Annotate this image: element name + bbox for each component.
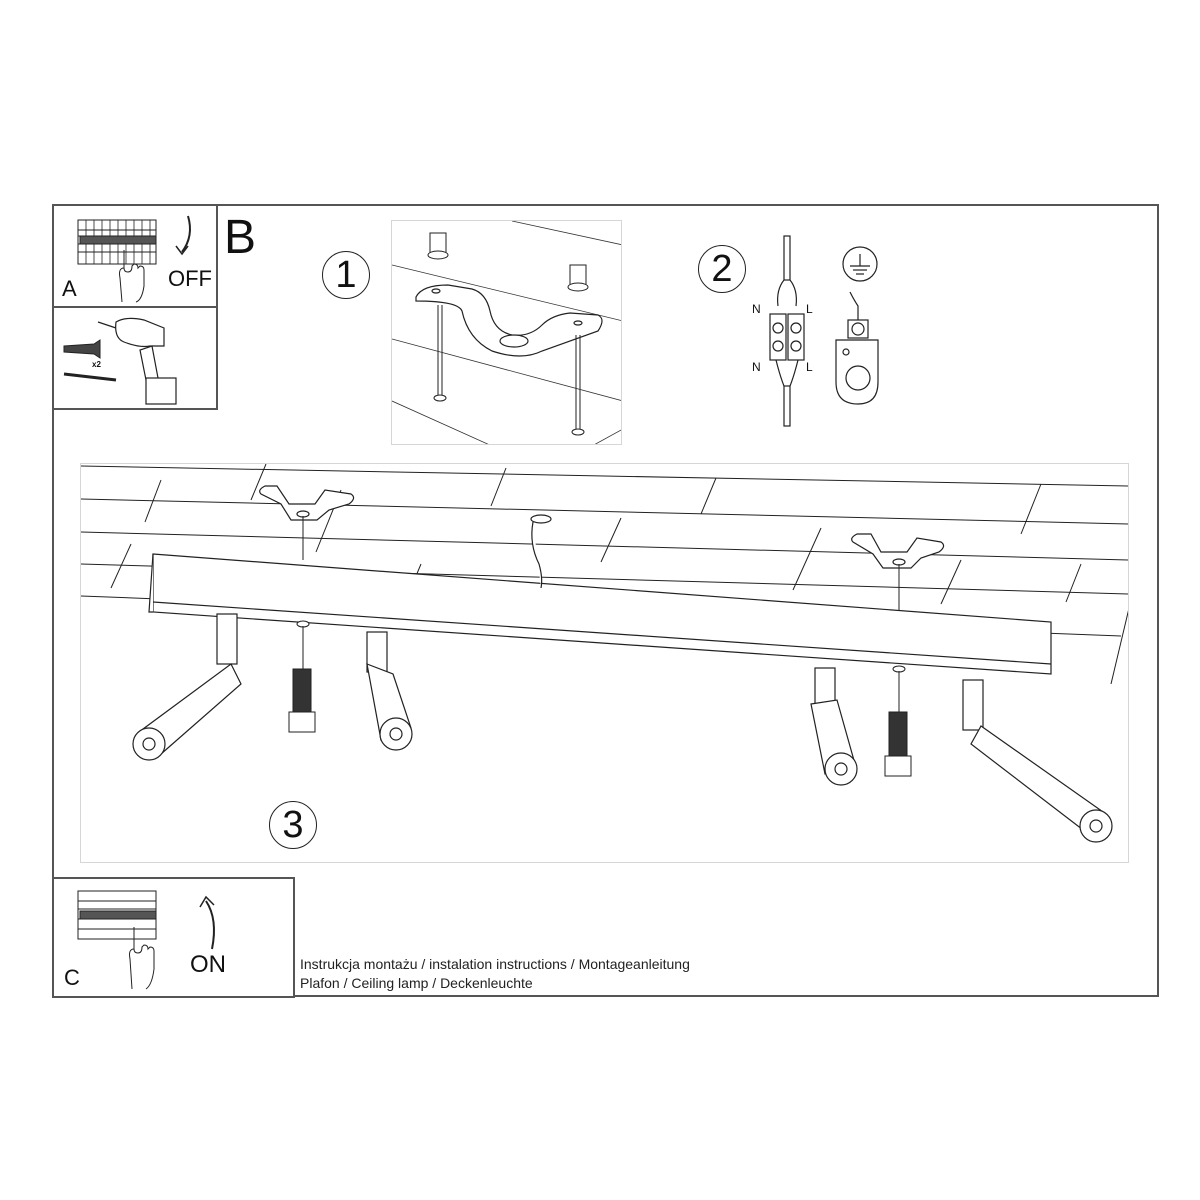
tools-box: x2 [52, 306, 218, 410]
circuit-breaker-on-icon [77, 890, 215, 990]
terminal-block-icon [769, 235, 879, 427]
step-a-label: A [62, 276, 77, 301]
quantity-label: x2 [92, 360, 101, 369]
document-frame [52, 204, 1159, 997]
mounting-bracket-icon [415, 284, 603, 357]
step-c-label: C [64, 965, 80, 990]
neutral-label-top: N [752, 302, 761, 316]
footer-instructions-title: Instrukcja montażu / instalation instruc… [300, 956, 690, 972]
circuit-breaker-off-icon [77, 215, 191, 303]
on-label: ON [190, 951, 226, 978]
step-c-box: C ON [52, 877, 295, 998]
step-a-box: A OFF [52, 204, 218, 308]
bracket-icons [259, 485, 945, 610]
step-3-badge: 3 [269, 801, 317, 849]
step-3-illustration: 3 [80, 463, 1129, 863]
live-label-top: L [806, 302, 813, 316]
wall-plug-icon [63, 339, 101, 359]
step-2-wiring-diagram: N L N L [750, 235, 890, 427]
footer-product-name: Plafon / Ceiling lamp / Deckenleuchte [300, 975, 533, 991]
step-1-badge: 1 [322, 251, 370, 299]
live-label-bottom: L [806, 360, 813, 374]
step-1-illustration [391, 220, 622, 445]
off-label: OFF [168, 266, 212, 291]
earth-ground-icon [835, 246, 879, 405]
screw-icon [63, 372, 117, 382]
step-b-label: B [224, 211, 257, 264]
step-2-badge: 2 [698, 245, 746, 293]
bolt-icons [288, 620, 912, 777]
neutral-label-bottom: N [752, 360, 761, 374]
cordless-drill-icon [97, 317, 177, 405]
spotlight-icons [132, 613, 1113, 843]
lamp-body [148, 553, 1052, 675]
